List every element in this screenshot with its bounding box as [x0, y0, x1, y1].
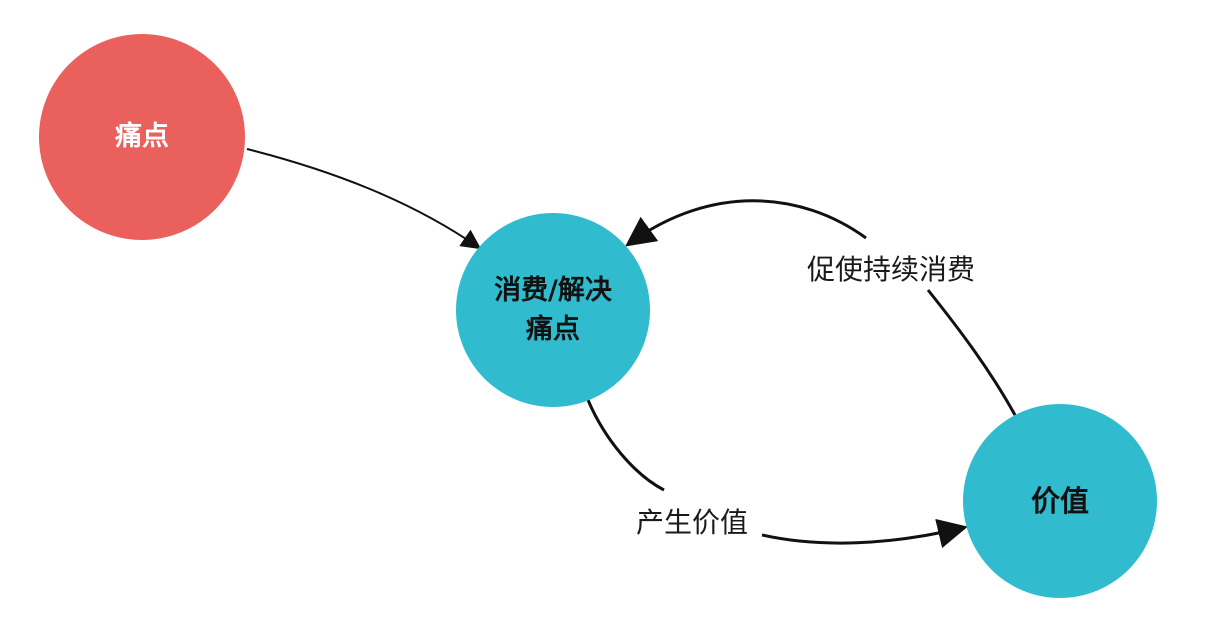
edge-value-to-consume-lower — [926, 289, 1017, 416]
edge-consume-to-value-upper — [586, 399, 665, 492]
edge-value-to-consume-upper — [625, 199, 867, 247]
node-value-label: 价值 — [1030, 483, 1089, 518]
edge-pain-to-consume — [246, 148, 482, 250]
node-pain-point: 痛点 — [39, 34, 245, 240]
node-pain-point-label: 痛点 — [115, 121, 169, 153]
edge-consume-to-value-lower — [761, 518, 968, 549]
label-line-2: 痛点 — [526, 314, 580, 345]
label-line-1: 消费/解决 — [494, 274, 612, 306]
edge-label-produce-value: 产生价值 — [632, 501, 753, 541]
node-value: 价值 — [963, 404, 1157, 598]
edge-label-sustain-consumption: 促使持续消费 — [803, 248, 980, 288]
node-consume-solve: 消费/解决 痛点 — [456, 213, 650, 407]
node-consume-solve-label: 消费/解决 痛点 — [494, 271, 612, 349]
